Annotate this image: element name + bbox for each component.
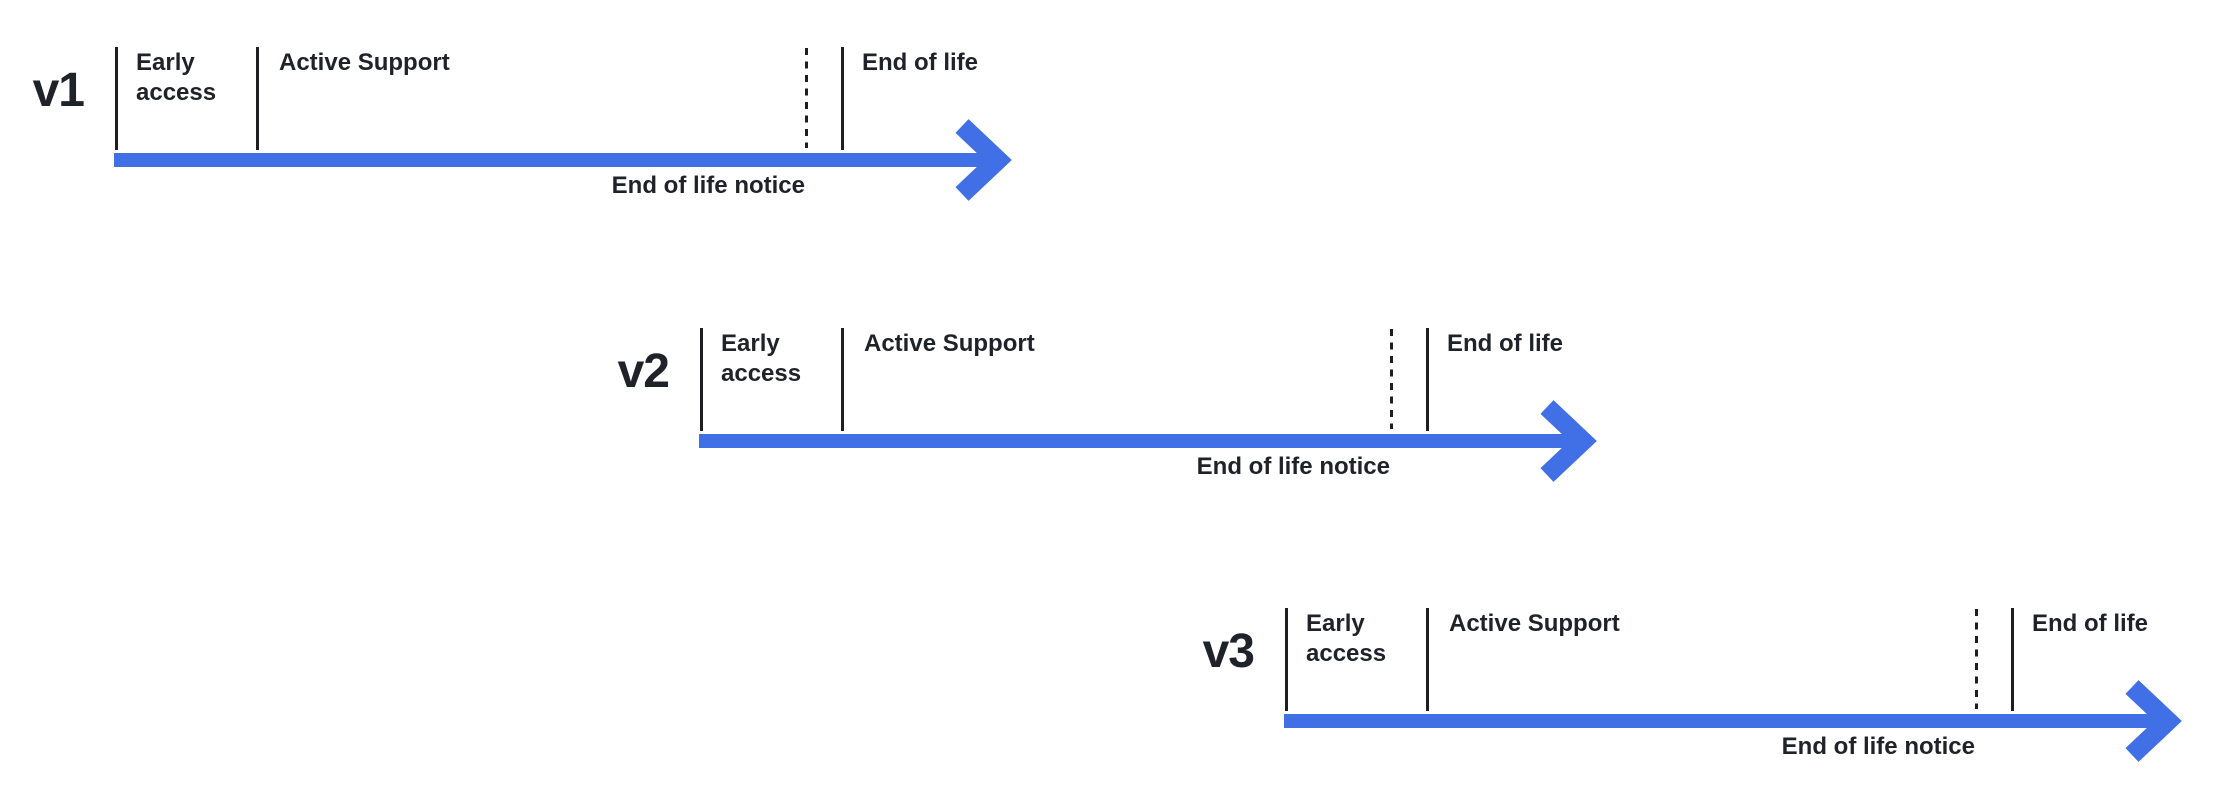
timeline-start-tick xyxy=(1285,608,1288,711)
version-label-v2: v2 xyxy=(617,345,670,398)
version-label-v1: v1 xyxy=(32,64,85,117)
end-of-life-label: End of life xyxy=(862,49,978,76)
timeline-start-tick xyxy=(115,47,118,150)
version-label-v3: v3 xyxy=(1202,625,1255,678)
end-of-life-label: End of life xyxy=(2032,610,2148,637)
eol-notice-dashed-line xyxy=(805,48,808,148)
early-access-label: Early access xyxy=(721,330,802,387)
timeline-arrow-head-icon xyxy=(2125,680,2182,762)
active-support-tick xyxy=(1426,608,1429,711)
timeline-arrow-head-icon xyxy=(1540,400,1597,482)
end-of-life-tick xyxy=(2011,608,2014,711)
eol-notice-label: End of life notice xyxy=(611,172,805,199)
early-access-label: Early access xyxy=(136,49,217,106)
active-support-tick xyxy=(256,47,259,150)
active-support-label: Active Support xyxy=(1449,610,1620,637)
early-access-label: Early access xyxy=(1306,610,1387,667)
timeline-arrow-bar xyxy=(699,434,1583,448)
timeline-v1: v1 Early access Active Support End of li… xyxy=(0,47,1100,227)
arrow-head-shape xyxy=(2125,680,2182,762)
active-support-label: Active Support xyxy=(279,49,450,76)
active-support-label: Active Support xyxy=(864,330,1035,357)
timeline-arrow-bar xyxy=(1284,714,2168,728)
timeline-arrow-bar xyxy=(114,153,998,167)
timeline-arrow-head-icon xyxy=(955,119,1012,201)
end-of-life-label: End of life xyxy=(1447,330,1563,357)
timeline-v2: v2 Early access Active Support End of li… xyxy=(585,328,1685,508)
eol-notice-label: End of life notice xyxy=(1196,453,1390,480)
eol-notice-dashed-line xyxy=(1975,609,1978,709)
arrow-head-shape xyxy=(955,119,1012,201)
timeline-start-tick xyxy=(700,328,703,431)
eol-notice-label: End of life notice xyxy=(1781,733,1975,760)
timeline-v3: v3 Early access Active Support End of li… xyxy=(1170,608,2228,788)
arrow-head-shape xyxy=(1540,400,1597,482)
end-of-life-tick xyxy=(1426,328,1429,431)
eol-notice-dashed-line xyxy=(1390,329,1393,429)
end-of-life-tick xyxy=(841,47,844,150)
active-support-tick xyxy=(841,328,844,431)
